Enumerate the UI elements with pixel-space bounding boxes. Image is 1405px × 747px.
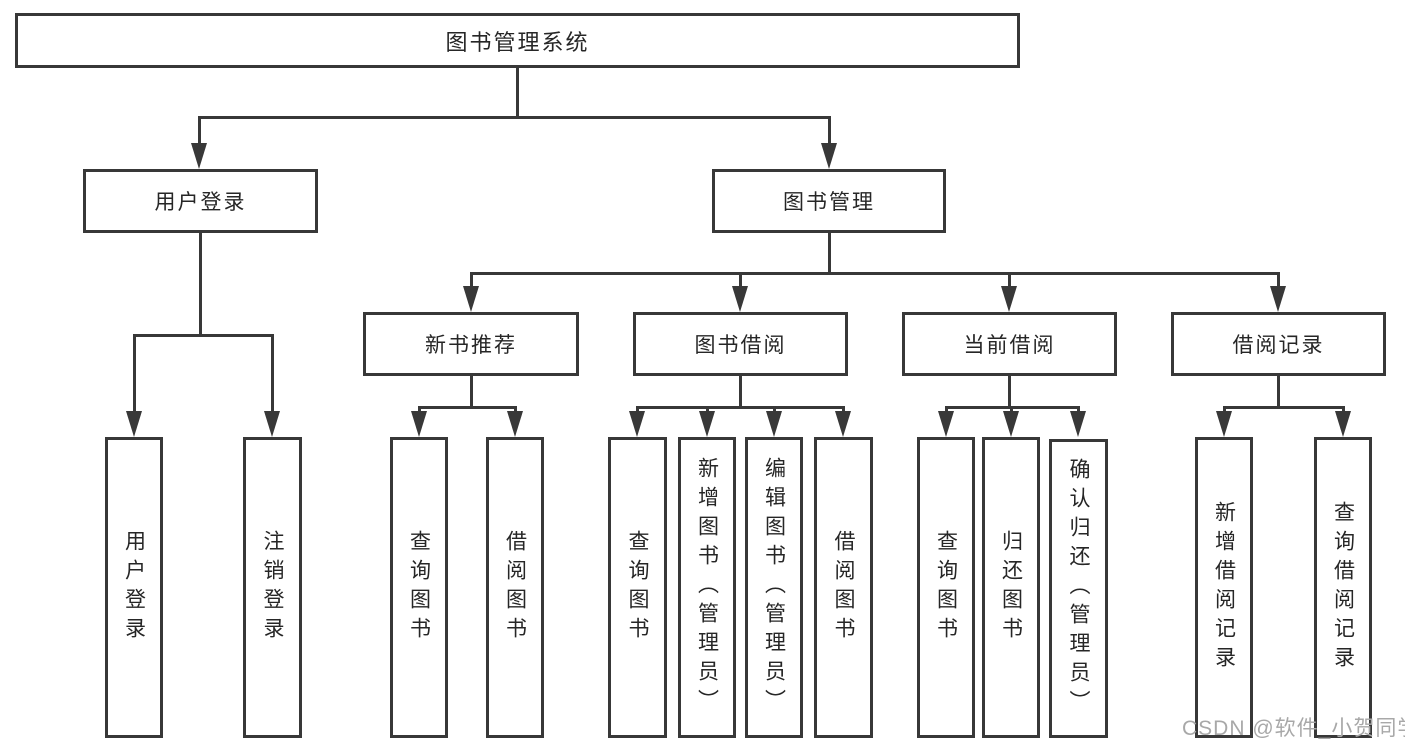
- arrow-down-icon: [1001, 286, 1017, 312]
- node-label: 图书管理: [783, 191, 875, 214]
- connector-vline: [516, 68, 519, 118]
- node-user-login: 用户登录: [83, 169, 318, 233]
- connector-vline: [470, 272, 473, 289]
- leaf-user-login: 用户登录: [105, 437, 163, 738]
- node-label: 查询图书: [626, 529, 649, 646]
- leaf-query-books-borrowing: 查询图书: [608, 437, 667, 738]
- leaf-confirm-return-admin: 确认归还（管理员）: [1049, 439, 1108, 738]
- connector-hline: [418, 406, 517, 409]
- connector-vline: [739, 272, 742, 289]
- connector-vline: [514, 406, 517, 414]
- connector-hline: [1223, 406, 1345, 409]
- arrow-down-icon: [463, 286, 479, 312]
- leaf-borrow-books: 借阅图书: [814, 437, 873, 738]
- connector-vline: [470, 374, 473, 408]
- arrow-down-icon: [938, 411, 954, 437]
- leaf-add-borrow-record: 新增借阅记录: [1195, 437, 1253, 738]
- arrow-down-icon: [1335, 411, 1351, 437]
- node-label: 借阅记录: [1232, 334, 1325, 357]
- arrow-down-icon: [411, 411, 427, 437]
- leaf-return-book: 归还图书: [982, 437, 1040, 738]
- connector-vline: [1008, 272, 1011, 289]
- node-label: 新增图书（管理员）: [695, 457, 719, 718]
- connector-hline: [636, 406, 845, 409]
- node-label: 借阅图书: [832, 529, 855, 646]
- arrow-down-icon: [1070, 411, 1086, 437]
- arrow-down-icon: [629, 411, 645, 437]
- leaf-edit-book-admin: 编辑图书（管理员）: [745, 437, 803, 738]
- connector-vline: [1010, 406, 1013, 414]
- connector-vline: [418, 406, 421, 414]
- node-book-management: 图书管理: [712, 169, 946, 233]
- arrow-down-icon: [699, 411, 715, 437]
- connector-vline: [739, 374, 742, 408]
- node-label: 编辑图书（管理员）: [762, 457, 786, 718]
- connector-vline: [1077, 406, 1080, 414]
- node-label: 当前借阅: [963, 334, 1056, 357]
- node-label: 新书推荐: [425, 334, 517, 357]
- connector-vline: [1342, 406, 1345, 414]
- connector-vline: [636, 406, 639, 414]
- connector-vline: [199, 231, 202, 336]
- node-borrowing-records: 借阅记录: [1171, 312, 1386, 376]
- node-label: 用户登录: [154, 191, 247, 214]
- node-current-borrowing: 当前借阅: [902, 312, 1117, 376]
- connector-vline: [271, 334, 274, 414]
- leaf-add-book-admin: 新增图书（管理员）: [678, 437, 736, 738]
- node-label: 新增借阅记录: [1212, 500, 1236, 675]
- arrow-down-icon: [507, 411, 523, 437]
- connector-vline: [1277, 374, 1280, 408]
- watermark-text: CSDN @软件_小贺同学: [1182, 717, 1405, 740]
- connector-vline: [706, 406, 709, 414]
- node-label: 图书管理系统: [445, 29, 590, 55]
- connector-hline: [470, 272, 1280, 275]
- node-label: 确认归还（管理员）: [1067, 458, 1090, 719]
- node-label: 查询图书: [407, 529, 431, 646]
- arrow-down-icon: [766, 411, 782, 437]
- leaf-query-borrow-record: 查询借阅记录: [1314, 437, 1372, 738]
- arrow-down-icon: [835, 411, 851, 437]
- leaf-query-books-recommend: 查询图书: [390, 437, 448, 738]
- node-label: 注销登录: [261, 529, 284, 646]
- arrow-down-icon: [264, 411, 280, 437]
- connector-vline: [133, 334, 136, 414]
- connector-vline: [828, 231, 831, 274]
- connector-hline: [198, 116, 831, 119]
- connector-vline: [1008, 374, 1011, 408]
- arrow-down-icon: [1003, 411, 1019, 437]
- connector-vline: [198, 116, 201, 146]
- connector-vline: [773, 406, 776, 414]
- leaf-query-books-current: 查询图书: [917, 437, 975, 738]
- node-label: 借阅图书: [503, 529, 527, 646]
- leaf-borrow-books-recommend: 借阅图书: [486, 437, 544, 738]
- node-new-book-recommend: 新书推荐: [363, 312, 579, 376]
- arrow-down-icon: [732, 286, 748, 312]
- arrow-down-icon: [126, 411, 142, 437]
- connector-vline: [945, 406, 948, 414]
- connector-hline: [133, 334, 274, 337]
- arrow-down-icon: [821, 143, 837, 169]
- node-label: 查询借阅记录: [1331, 500, 1355, 675]
- node-label: 查询图书: [934, 529, 958, 646]
- arrow-down-icon: [1216, 411, 1232, 437]
- arrow-down-icon: [1270, 286, 1286, 312]
- connector-vline: [1223, 406, 1226, 414]
- connector-vline: [828, 116, 831, 146]
- node-library-management-system: 图书管理系统: [15, 13, 1020, 68]
- connector-vline: [842, 406, 845, 414]
- connector-vline: [1277, 272, 1280, 289]
- node-label: 用户登录: [122, 529, 146, 646]
- node-label: 图书借阅: [694, 334, 787, 357]
- leaf-logout: 注销登录: [243, 437, 302, 738]
- node-label: 归还图书: [999, 529, 1023, 646]
- arrow-down-icon: [191, 143, 207, 169]
- node-book-borrowing: 图书借阅: [633, 312, 848, 376]
